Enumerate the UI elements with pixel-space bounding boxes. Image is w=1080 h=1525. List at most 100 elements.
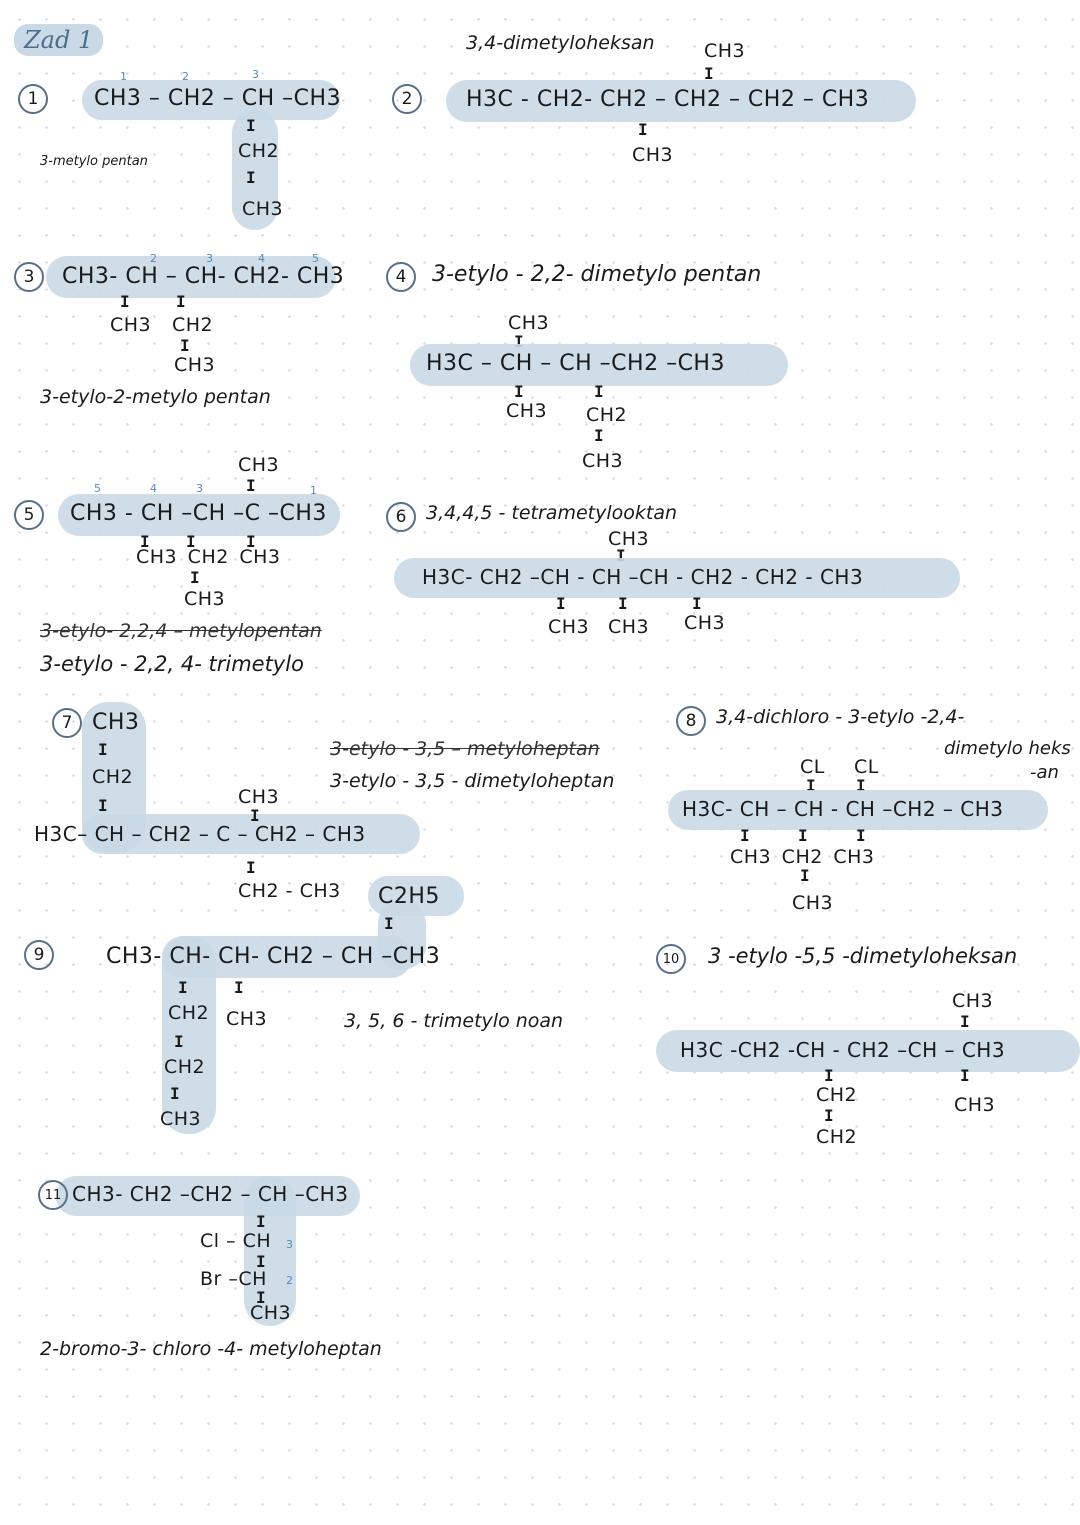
carbon-index: 4 [150, 482, 157, 495]
highlight-11 [56, 1176, 360, 1216]
formula-substituent: CL [854, 756, 879, 778]
bond: I [140, 532, 150, 551]
formula-substituent: CH3 [508, 312, 550, 334]
highlight-6 [394, 558, 960, 598]
compound-name: 3-etylo - 2,2, 4- trimetylo [40, 652, 304, 676]
formula-substituent: CH3 [184, 588, 226, 610]
highlight-2 [446, 80, 916, 122]
formula-main-chain: H3C – CH – CH –CH2 –CH3 [426, 351, 725, 376]
bond: I [234, 978, 244, 997]
carbon-index: 3 [252, 68, 259, 81]
bond: I [960, 1066, 970, 1085]
bond: I [594, 382, 604, 401]
carbon-index: 2 [150, 252, 157, 265]
bond: I [806, 776, 816, 795]
formula-substituent: CH2 - CH3 [238, 880, 341, 902]
highlight-11-vertical [244, 1176, 296, 1326]
bond: I [800, 866, 810, 885]
carbon-index: 5 [94, 482, 101, 495]
problem-number: 7 [52, 708, 82, 738]
formula-substituent: CH2 [172, 314, 214, 336]
formula-substituent: CH2 [816, 1084, 858, 1106]
formula-substituent: CL [800, 756, 825, 778]
problem-number: 6 [386, 502, 416, 532]
carbon-index: 3 [196, 482, 203, 495]
compound-name: dimetylo heks [944, 738, 1071, 759]
carbon-index: 5 [312, 252, 319, 265]
bond: I [692, 594, 702, 613]
formula-substituent: CH2 [164, 1056, 206, 1078]
bond: I [616, 546, 626, 565]
bond: I [190, 568, 200, 587]
bond: I [856, 826, 866, 845]
formula-substituent: CH2 [238, 140, 280, 162]
bond: I [384, 914, 394, 933]
problem-number: 11 [38, 1180, 68, 1210]
bond: I [120, 292, 130, 311]
compound-name: 3 -etylo -5,5 -dimetyloheksan [708, 944, 1018, 968]
highlight-7 [82, 814, 420, 854]
problem-number: 9 [24, 940, 54, 970]
bond: I [180, 336, 190, 355]
formula-substituent: CH3 [110, 314, 152, 336]
bond: I [256, 1212, 266, 1231]
compound-name: -an [1030, 762, 1059, 783]
bond: I [246, 168, 256, 187]
bond: I [704, 64, 714, 83]
compound-name: 3, 5, 6 - trimetylo noan [344, 1010, 564, 1032]
formula-substituent: CH3 [954, 1094, 996, 1116]
formula-substituent: CH3 [684, 612, 726, 634]
formula-substituent: CH3 [238, 786, 280, 808]
formula-main-chain: CH3 - CH –CH –C –CH3 [70, 501, 327, 526]
highlight-3 [46, 256, 336, 298]
problem-number: 1 [18, 84, 48, 114]
bond: I [856, 776, 866, 795]
bond: I [638, 120, 648, 139]
formula-main-chain: H3C- CH2 –CH - CH –CH - CH2 - CH2 - CH3 [422, 565, 864, 589]
formula-main-chain: H3C -CH2 -CH - CH2 –CH – CH3 [680, 1038, 1006, 1062]
formula-substituent: CH3 CH2 CH3 [136, 546, 281, 568]
compound-name: 3,4-dimetyloheksan [466, 32, 655, 54]
bond: I [594, 426, 604, 445]
formula-substituent: CH3 [160, 1108, 202, 1130]
formula-substituent: C2H5 [378, 884, 440, 909]
formula-substituent: CH3 [174, 354, 216, 376]
formula-substituent: CH3 [548, 616, 590, 638]
formula-main-chain: H3C - CH2- CH2 – CH2 – CH2 – CH3 [466, 87, 870, 112]
carbon-index: 1 [120, 70, 127, 83]
formula-substituent: CH2 [168, 1002, 210, 1024]
formula-substituent: CH3 [952, 990, 994, 1012]
formula-substituent: CH3 [632, 144, 674, 166]
formula-substituent: CH3 CH2 CH3 [730, 846, 875, 868]
bond: I [960, 1012, 970, 1031]
compound-name: 3-metylo pentan [40, 154, 148, 169]
formula-main-chain: CH3- CH – CH- CH2- CH3 [62, 264, 345, 289]
formula-substituent: CH2 [92, 766, 134, 788]
formula-substituent: CH2 [586, 404, 628, 426]
bond: I [170, 1084, 180, 1103]
compound-name: 3-etylo - 2,2- dimetylo pentan [432, 262, 762, 287]
bond: I [798, 826, 808, 845]
formula-substituent: CH3 [92, 710, 140, 735]
bond: I [514, 382, 524, 401]
carbon-index: 3 [206, 252, 213, 265]
compound-name: 3-etylo - 3,5 - dimetyloheptan [330, 770, 615, 792]
formula-substituent: CH3 [608, 616, 650, 638]
bond: I [98, 796, 108, 815]
problem-number: 3 [14, 262, 44, 292]
highlight-1 [82, 80, 340, 120]
bond: I [824, 1106, 834, 1125]
formula-main-chain: CH3- CH- CH- CH2 – CH –CH3 [106, 944, 441, 969]
bond: I [514, 332, 524, 351]
carbon-index: 4 [258, 252, 265, 265]
carbon-index: 3 [286, 1238, 293, 1251]
highlight-9-vertical [162, 936, 216, 1134]
highlight-10 [656, 1030, 1080, 1072]
formula-substituent: CH3 [242, 198, 284, 220]
highlight-5 [58, 494, 340, 536]
bond: I [556, 594, 566, 613]
bond: I [246, 858, 256, 877]
compound-name: 3,4,4,5 - tetrametylooktan [426, 502, 678, 524]
highlight-4 [410, 344, 788, 386]
problem-number: 2 [392, 84, 422, 114]
